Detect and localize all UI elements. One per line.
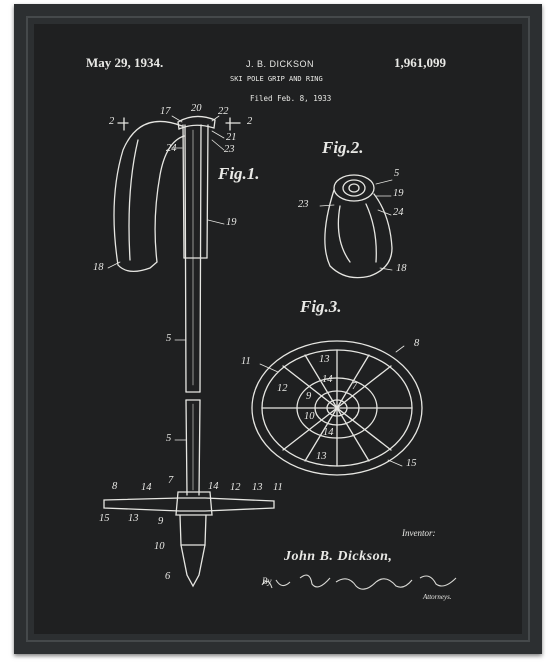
fig1-label: 2 <box>109 116 115 127</box>
fig3-label: 11 <box>241 356 251 367</box>
fig1-label: 22 <box>218 106 229 117</box>
fig1-label: 15 <box>99 513 110 524</box>
fig3-ring <box>251 340 423 476</box>
inventor-label: Inventor: <box>402 528 436 538</box>
attorneys-label: Attorneys. <box>423 593 452 601</box>
fig3-label: 9 <box>306 391 312 402</box>
fig2-label: 19 <box>393 188 404 199</box>
fig1-label: 23 <box>224 144 235 155</box>
fig1-label: 17 <box>160 106 171 117</box>
patent-date: May 29, 1934. <box>86 55 164 70</box>
fig1-label: 18 <box>93 262 104 273</box>
fig1-label: 7 <box>168 475 174 486</box>
fig1-label: 14 <box>141 482 152 493</box>
fig1-label: 5 <box>166 433 172 444</box>
fig2-label: 18 <box>396 263 407 274</box>
by-label: By <box>262 576 272 586</box>
filed-date: Filed Feb. 8, 1933 <box>250 94 332 103</box>
fig1-label: 10 <box>154 541 165 552</box>
fig3-label: 14 <box>322 374 333 385</box>
fig3-label: 12 <box>277 383 288 394</box>
fig2-grip <box>324 174 393 279</box>
fig3-label: 14 <box>323 427 334 438</box>
patent-title: SKI POLE GRIP AND RING <box>230 75 323 83</box>
fig3-title: Fig.3. <box>300 297 342 316</box>
patent-number: 1,961,099 <box>394 55 446 70</box>
fig1-pole-upper <box>113 115 241 393</box>
fig2-label: 23 <box>298 199 309 210</box>
fig2-label: 24 <box>393 207 404 218</box>
fig2-title: Fig.2. <box>322 138 364 157</box>
fig1-label: 20 <box>191 103 202 114</box>
fig1-label: 8 <box>112 481 118 492</box>
fig3-label: 7 <box>352 381 358 392</box>
fig3-label: 13 <box>319 354 330 365</box>
fig1-label: 12 <box>230 482 241 493</box>
fig1-title: Fig.1. <box>218 164 260 183</box>
inventor-name: John B. Dickson, <box>284 549 393 564</box>
fig1-label: 6 <box>165 571 171 582</box>
fig1-label: 9 <box>158 516 164 527</box>
frame-bevel <box>26 16 530 642</box>
patent-print <box>34 24 522 634</box>
fig1-label: 13 <box>252 482 263 493</box>
inventor-header: J. B. DICKSON <box>246 59 315 69</box>
attorney-signature <box>261 574 457 590</box>
fig3-label: 8 <box>414 338 420 349</box>
fig1-label: 24 <box>166 143 177 154</box>
fig1-label: 2 <box>247 116 253 127</box>
fig3-label: 10 <box>304 411 315 422</box>
fig1-pole-lower <box>103 399 275 588</box>
fig3-label: 13 <box>316 451 327 462</box>
fig1-label: 13 <box>128 513 139 524</box>
fig1-label: 11 <box>273 482 283 493</box>
fig1-label: 14 <box>208 481 219 492</box>
fig3-label: 15 <box>406 458 417 469</box>
fig2-label: 5 <box>394 168 400 179</box>
fig1-label: 21 <box>226 132 237 143</box>
fig1-label: 5 <box>166 333 172 344</box>
fig1-label: 19 <box>226 217 237 228</box>
